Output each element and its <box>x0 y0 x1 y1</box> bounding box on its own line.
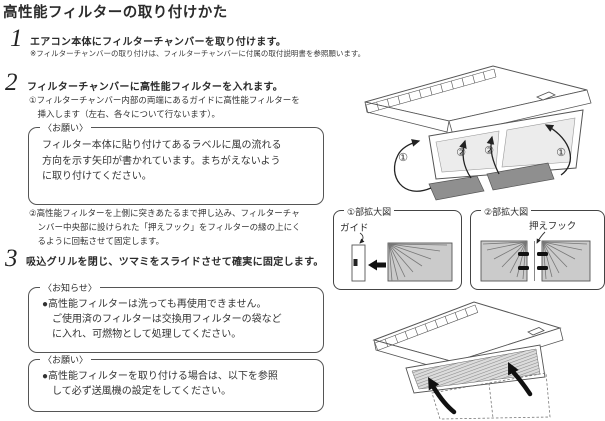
step1-note: ※フィルターチャンバーの取り付けは、フィルターチャンバーに付属の取付説明書を参照… <box>30 49 366 58</box>
close-arrow-right-shaft <box>511 370 533 397</box>
step1-heading: エアコン本体にフィルターチャンバーを取り付けます。 <box>30 37 287 48</box>
outlet-louver <box>374 304 479 351</box>
step1-number: 1 <box>10 25 23 52</box>
mark-1: ① <box>398 152 408 164</box>
notice-box: 〈お知らせ〉 ●高性能フィルターは洗っても再使用できません。 ご使用済のフィルタ… <box>28 281 324 353</box>
control-panel <box>536 91 556 101</box>
filter-right <box>541 240 591 282</box>
step2-substep2: ②高性能フィルターを上側に突きあたるまで押し込み、フィルターチャ ンバー中央部に… <box>29 208 301 246</box>
step3-heading: 吸込グリルを閉じ、ツマミをスライドさせて確実に固定します。 <box>26 257 324 268</box>
hook-bottom-right <box>537 266 548 270</box>
hook-leader-line <box>536 231 546 244</box>
guide-rail <box>351 244 366 282</box>
insert-arrow-2 <box>459 139 472 179</box>
close-arrow-left-shaft <box>431 385 457 415</box>
grille-open-position-outline <box>431 372 551 420</box>
filter-pleats-right <box>542 241 588 280</box>
intake-grille <box>405 344 546 394</box>
insert-arrow-1 <box>393 139 432 192</box>
notice-box-label: 〈お知らせ〉 <box>40 281 100 294</box>
guide-catch <box>353 259 358 266</box>
guide-leader-line <box>359 232 365 244</box>
ac-right-skirt <box>448 89 592 136</box>
diagram-close-grille <box>362 292 604 420</box>
mark-2: ② <box>456 147 466 159</box>
request-box-2-label: 〈お願い〉 <box>40 353 92 366</box>
enlarged-view-1-title: ①部拡大図 <box>344 205 395 218</box>
mark-3: ② <box>484 145 494 157</box>
request-box-1-label: 〈お願い〉 <box>40 121 92 134</box>
insert-arrows <box>393 124 571 192</box>
notice-box-body: ●高性能フィルターは洗っても再使用できません。 ご使用済のフィルターは交換用フィ… <box>42 299 282 340</box>
diagram-filter-insertion: ① ② ② ① <box>341 60 603 207</box>
hook-top-right <box>537 252 548 256</box>
mark-4: ① <box>556 147 566 159</box>
request-box-1-body: フィルター本体に貼り付けてあるラベルに風の流れる 方向を示す矢印が書かれています… <box>42 140 282 182</box>
ac-left-skirt <box>364 101 450 133</box>
insert-arrow-4 <box>544 124 571 176</box>
close-arrow-right-head <box>508 362 519 376</box>
insert-marks: ① ② ② ① <box>398 145 566 164</box>
step2-number: 2 <box>5 69 18 96</box>
ac-closed-illustration <box>372 301 564 420</box>
guide-label: ガイド <box>340 223 369 234</box>
holding-hooks <box>518 252 548 270</box>
insert-direction-arrow <box>368 259 386 271</box>
close-arrows <box>428 362 533 415</box>
filter-edge-panel <box>387 242 453 282</box>
step2-substep1: ①フィルターチャンバー内部の両端にあるガイドに高性能フィルターを 挿入します（左… <box>29 95 300 119</box>
request-box-2-body: ●高性能フィルターを取り付ける場合は、以下を参照 して必ず送風機の設定をしてくだ… <box>42 371 278 397</box>
ac-body <box>364 65 592 136</box>
step2-heading: フィルターチャンバーに高性能フィルターを入れます。 <box>27 82 283 93</box>
filter-left <box>480 240 528 282</box>
page-title: 高性能フィルターの取り付けかた <box>3 5 228 21</box>
request-box-2: 〈お願い〉 ●高性能フィルターを取り付ける場合は、以下を参照 して必ず送風機の設… <box>28 353 324 412</box>
filter-pleats-left <box>482 241 527 280</box>
enlarged-view-1: ①部拡大図 ガイド <box>333 205 462 290</box>
filter-panels <box>428 162 555 201</box>
close-arrow-left-head <box>428 377 440 391</box>
step3-number: 3 <box>5 245 18 272</box>
enlarged-view-2-title: ②部拡大図 <box>481 205 532 218</box>
filter-pleats <box>388 243 448 282</box>
hook-illustration: 押えフック <box>480 220 591 282</box>
insert-arrow-3 <box>486 135 500 175</box>
enlarged-view-2: ②部拡大図 押えフック <box>470 205 605 290</box>
ac-open-illustration: ① ② ② ① <box>364 65 592 201</box>
guide-illustration: ガイド <box>340 223 453 282</box>
open-intake <box>428 109 584 180</box>
hook-label: 押えフック <box>529 220 576 232</box>
hook-top-left <box>518 252 529 256</box>
filter-panel-right <box>486 162 555 191</box>
request-box-1: 〈お願い〉 フィルター本体に貼り付けてあるラベルに風の流れる 方向を示す矢印が書… <box>28 121 324 205</box>
outlet-louver <box>365 68 497 114</box>
control-panel <box>527 327 545 336</box>
hook-bottom-left <box>518 266 529 270</box>
filter-panel-left <box>428 175 485 201</box>
